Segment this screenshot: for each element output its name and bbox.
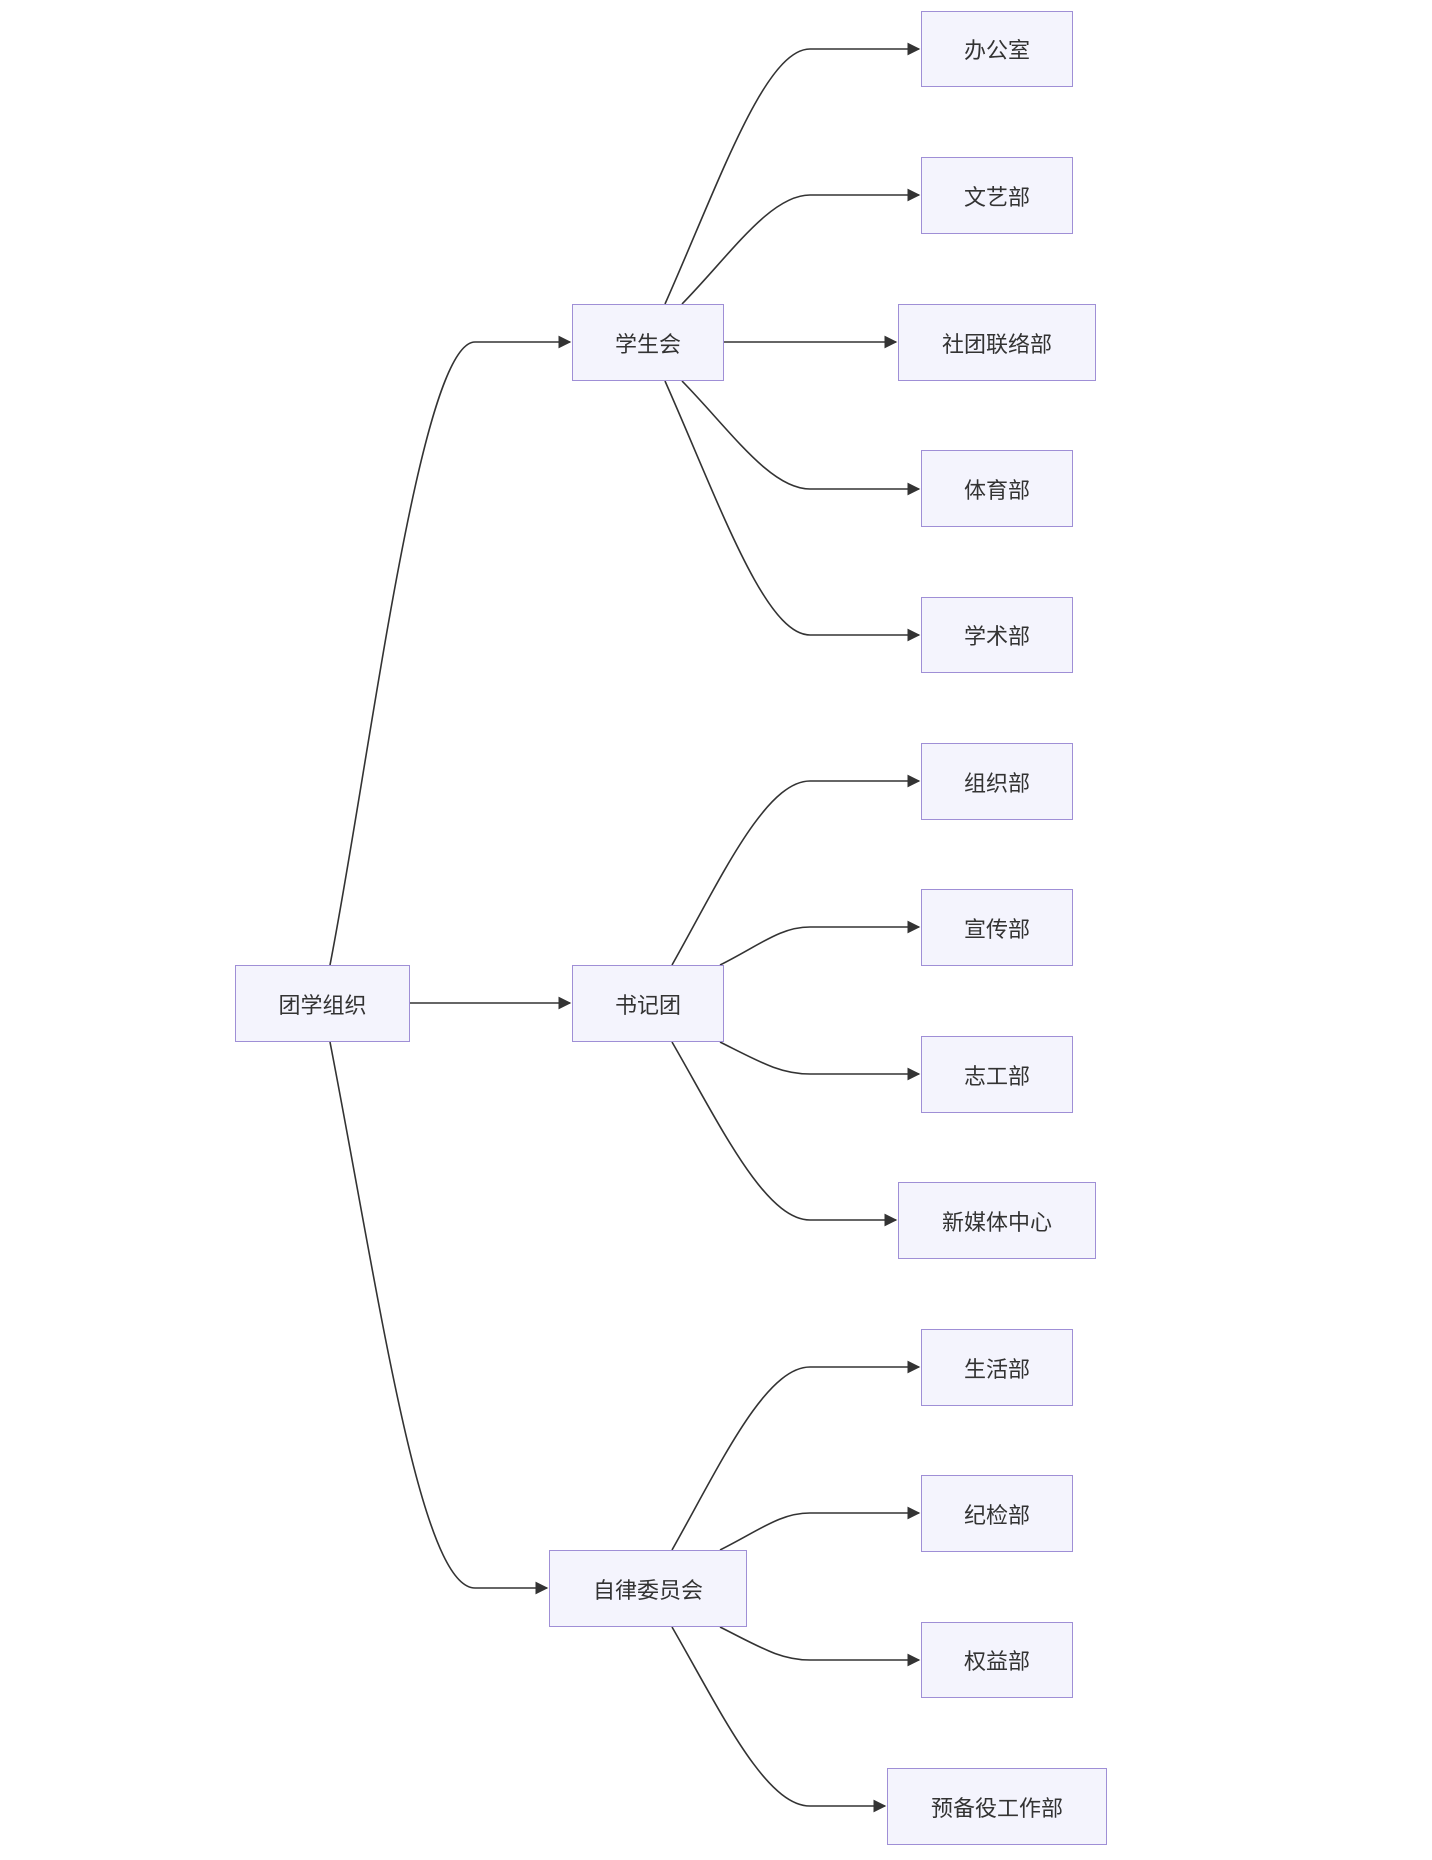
node-leaf: 权益部 xyxy=(921,1622,1073,1698)
node-label: 文艺部 xyxy=(963,185,1030,211)
edge-root-to-branch xyxy=(329,1041,549,1595)
node-label: 组织部 xyxy=(963,771,1030,797)
node-label: 自律委员会 xyxy=(592,1578,703,1604)
edge-branch-to-leaf xyxy=(719,1506,921,1551)
edge-root-to-branch xyxy=(329,335,572,966)
node-leaf: 新媒体中心 xyxy=(898,1182,1096,1259)
edge-branch-to-leaf xyxy=(664,380,921,642)
edge-branch-to-leaf xyxy=(671,774,921,966)
edge-branch-to-leaf xyxy=(719,1626,921,1667)
edge-branch-to-leaf xyxy=(719,1041,921,1081)
node-label: 纪检部 xyxy=(963,1503,1030,1529)
node-label: 生活部 xyxy=(963,1357,1030,1383)
edge-branch-to-leaf xyxy=(671,1360,921,1551)
node-leaf: 文艺部 xyxy=(921,157,1073,234)
node-label: 预备役工作部 xyxy=(930,1796,1063,1822)
edge-branch-to-leaf xyxy=(664,42,921,305)
node-label: 学术部 xyxy=(963,625,1030,650)
node-leaf: 预备役工作部 xyxy=(887,1768,1107,1845)
node-leaf: 办公室 xyxy=(921,11,1073,87)
node-branch-self-discipline-committee: 自律委员会 xyxy=(549,1550,747,1627)
node-root: 团学组织 xyxy=(235,965,410,1042)
node-leaf: 纪检部 xyxy=(921,1475,1073,1552)
node-leaf: 宣传部 xyxy=(921,889,1073,966)
node-label: 宣传部 xyxy=(963,917,1030,943)
node-branch-student-union: 学生会 xyxy=(572,304,724,381)
node-label: 学生会 xyxy=(614,332,681,358)
node-leaf: 组织部 xyxy=(921,743,1073,820)
node-leaf: 生活部 xyxy=(921,1329,1073,1406)
node-leaf: 体育部 xyxy=(921,450,1073,527)
node-label: 团学组织 xyxy=(278,993,367,1019)
node-label: 新媒体中心 xyxy=(941,1210,1052,1236)
node-branch-secretariat: 书记团 xyxy=(572,965,724,1042)
edge-branch-to-leaf xyxy=(671,1626,887,1813)
node-label: 志工部 xyxy=(963,1064,1030,1090)
edge-branch-to-leaf xyxy=(681,380,921,496)
node-leaf: 志工部 xyxy=(921,1036,1073,1113)
edge-branch-to-leaf xyxy=(681,188,921,305)
node-label: 体育部 xyxy=(963,478,1030,504)
node-label: 社团联络部 xyxy=(941,332,1052,358)
node-leaf: 社团联络部 xyxy=(898,304,1096,381)
node-leaf: 学术部 xyxy=(921,597,1073,673)
node-label: 权益部 xyxy=(963,1650,1030,1675)
edge-branch-to-leaf xyxy=(719,920,921,966)
edge-branch-to-leaf xyxy=(671,1041,898,1227)
node-label: 办公室 xyxy=(963,39,1030,64)
node-label: 书记团 xyxy=(614,993,681,1019)
